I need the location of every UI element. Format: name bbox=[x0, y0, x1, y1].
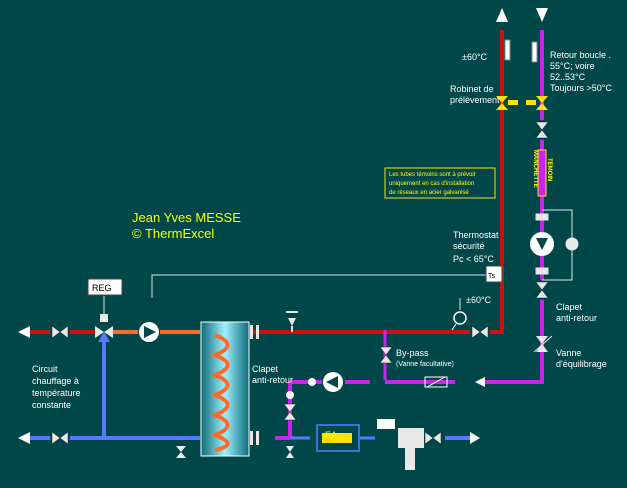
bypass-label-2: (Vanne facultative) bbox=[396, 361, 454, 368]
arrow-down-icon bbox=[536, 8, 548, 22]
sampling-valves bbox=[496, 96, 548, 110]
retour-label-1: Retour boucle . bbox=[550, 50, 611, 60]
robinet-label-2: prélèvement bbox=[450, 95, 500, 105]
storage-tank bbox=[200, 321, 250, 457]
safety-valve bbox=[286, 311, 298, 332]
thermostat-label-3: Pc < 65°C bbox=[453, 254, 494, 264]
valve-icon bbox=[471, 325, 489, 339]
circuit-label-4: constante bbox=[32, 400, 71, 410]
svg-text:MANCHETTE: MANCHETTE bbox=[532, 150, 538, 188]
heating-coil bbox=[209, 333, 230, 452]
circuit-label-2: chauffage à bbox=[32, 376, 79, 386]
thermostat-ts: Ts bbox=[485, 265, 503, 283]
circuit-label-1: Circuit bbox=[32, 364, 58, 374]
pipe-fittings bbox=[250, 325, 259, 445]
valve-icon bbox=[51, 431, 69, 445]
arrow-up-icon bbox=[496, 8, 508, 22]
svg-text:Ts: Ts bbox=[488, 273, 496, 280]
clapet-mid-label-2: anti-retour bbox=[252, 375, 293, 385]
vanne-label-1: Vanne bbox=[556, 348, 581, 358]
valve-icon bbox=[424, 431, 442, 445]
ea-backflow-preventer: EA bbox=[316, 424, 360, 452]
loop-pump bbox=[530, 232, 554, 256]
svg-text:EA: EA bbox=[325, 430, 337, 440]
return-pump bbox=[323, 372, 343, 392]
flow-meter bbox=[424, 376, 448, 388]
clapet-right-label-2: anti-retour bbox=[556, 313, 597, 323]
valve-icon bbox=[51, 325, 69, 339]
hot-water-line bbox=[28, 30, 504, 334]
valve-icon bbox=[535, 281, 549, 299]
arrow-left-icon bbox=[470, 432, 480, 444]
robinet-label-1: Robinet de bbox=[450, 84, 494, 94]
svg-text:REG: REG bbox=[92, 283, 112, 293]
temperature-probe bbox=[451, 311, 467, 331]
arrow-left-icon bbox=[475, 377, 485, 387]
temp-top-label: ±60°C bbox=[462, 52, 488, 62]
arrow-left-icon bbox=[18, 326, 30, 338]
valves bbox=[51, 121, 549, 445]
check-valve bbox=[286, 378, 316, 399]
svg-text:TEMOIN: TEMOIN bbox=[546, 158, 552, 181]
valve-icon bbox=[283, 403, 297, 421]
vanne-label-2: d'équilibrage bbox=[556, 359, 607, 369]
mixing-valve bbox=[95, 314, 113, 342]
clapet-right-label-1: Clapet bbox=[556, 302, 583, 312]
thermometers bbox=[504, 39, 538, 63]
witness-tube: MANCHETTE TEMOIN bbox=[532, 149, 552, 197]
pump-bypass-assembly bbox=[535, 209, 579, 281]
retour-label-3: 52..53°C bbox=[550, 72, 586, 82]
bypass-label-1: By-pass bbox=[396, 348, 429, 358]
water-meter bbox=[377, 419, 424, 470]
svg-text:de réseaux en acier galvanisé: de réseaux en acier galvanisé bbox=[389, 190, 469, 196]
circuit-label-3: température bbox=[32, 388, 81, 398]
arrow-left-icon bbox=[18, 432, 30, 444]
drain-valves bbox=[176, 446, 294, 458]
temp-mid-label: ±60°C bbox=[466, 295, 492, 305]
bypass-valve-icon bbox=[379, 346, 393, 364]
svg-text:Les tubes témoins sont à prévo: Les tubes témoins sont à prévoir bbox=[389, 172, 476, 178]
valve-icon bbox=[535, 121, 549, 139]
retour-label-2: 55°C; voire bbox=[550, 61, 595, 71]
thermostat-label-2: sécurité bbox=[453, 241, 485, 251]
clapet-mid-label-1: Clapet bbox=[252, 364, 279, 374]
balancing-valve bbox=[533, 335, 553, 353]
author-copyright: © ThermExcel bbox=[132, 226, 214, 241]
retour-label-4: Toujours >50°C bbox=[550, 83, 612, 93]
note-box: Les tubes témoins sont à prévoir uniquem… bbox=[384, 167, 496, 199]
svg-text:uniquement en cas d'installati: uniquement en cas d'installation bbox=[389, 181, 474, 187]
author-name: Jean Yves MESSE bbox=[132, 210, 241, 225]
heating-pump bbox=[139, 322, 159, 342]
reg-controller: REG bbox=[87, 278, 123, 296]
thermostat-label-1: Thermostat bbox=[453, 230, 499, 240]
